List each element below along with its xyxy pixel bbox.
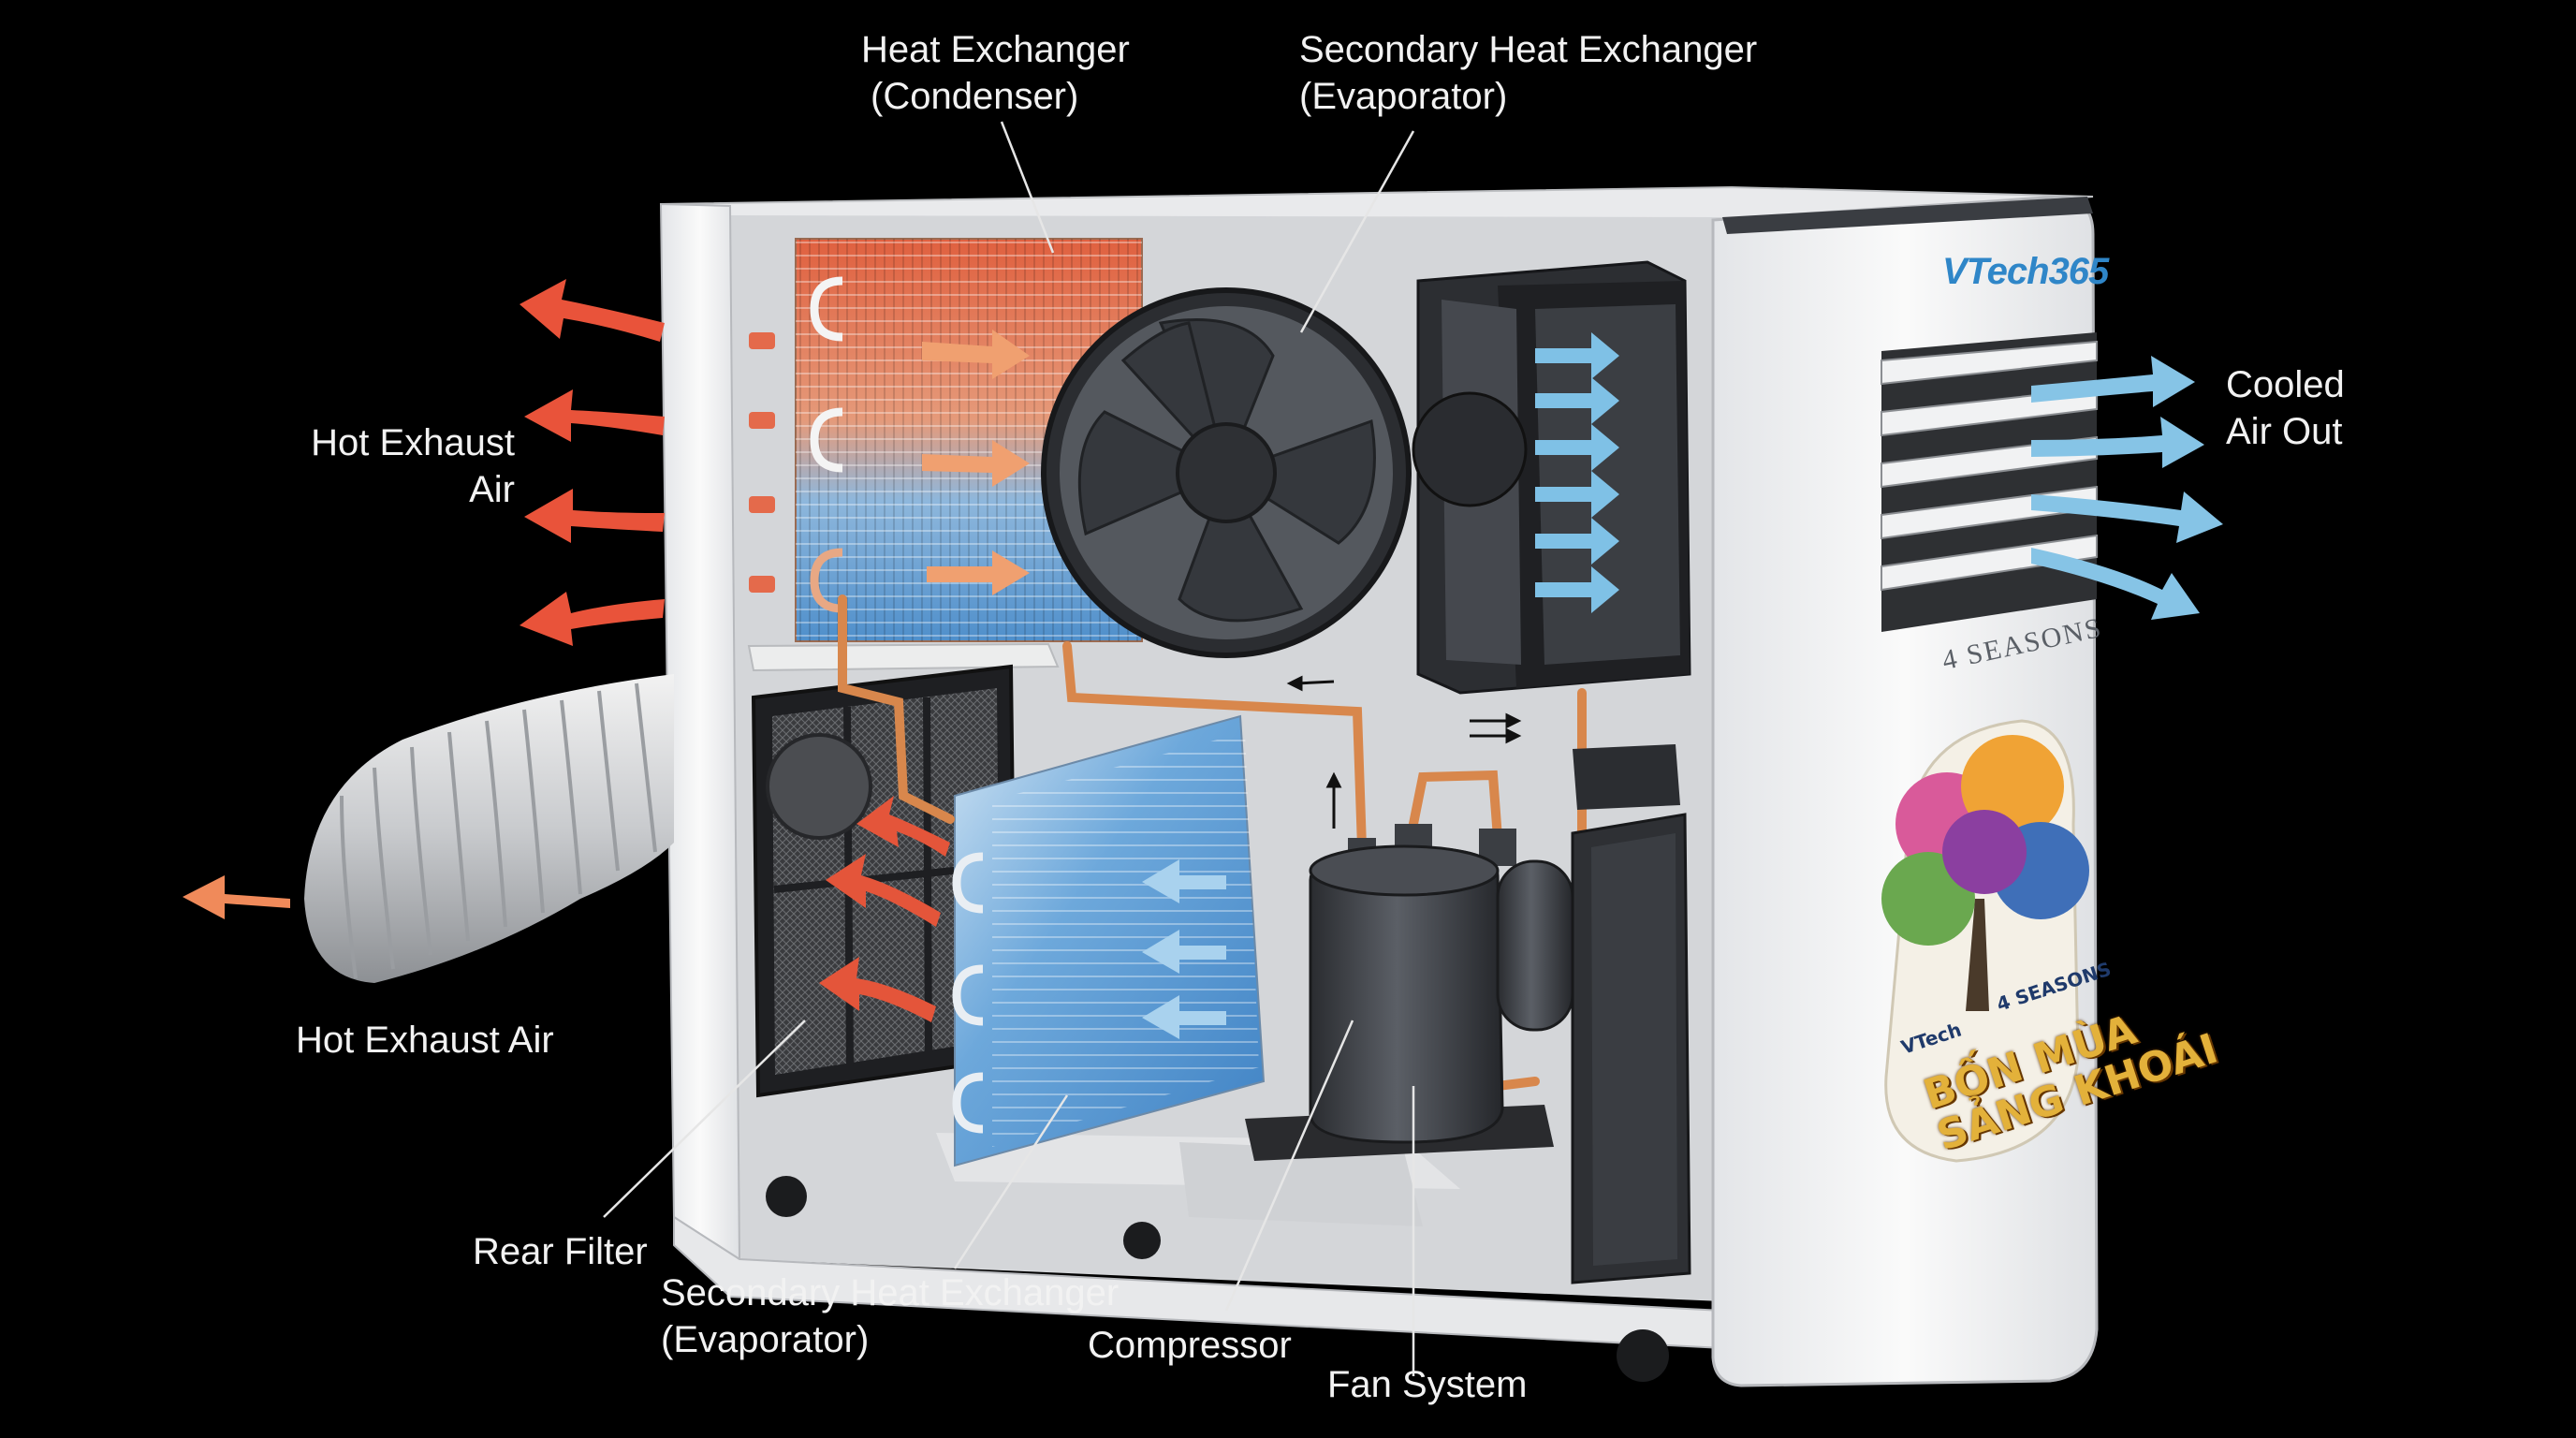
label-cooled-air-out: Cooled Air Out [2226,364,2345,452]
control-box [1571,744,1691,1284]
label-secondary-heat-exchanger-top: Secondary Heat Exchanger (Evaporator) [1299,29,1758,117]
caster-right [1617,1329,1669,1382]
leader-compressor [1224,1020,1354,1312]
leader-secondary-bottom [953,1094,1069,1269]
label-hot-exhaust-air-upper: Hot Exhaust Air [311,422,515,510]
label-secondary-heat-exchanger-bottom: Secondary Heat Exchanger (Evaporator) [661,1272,1120,1360]
rear-vent-slots [749,332,775,593]
seasons-sticker [1881,719,2089,1163]
evaporator-airflow-arrows [1142,859,1226,1039]
blower-airflow-arrows [1535,332,1619,613]
label-hot-exhaust-air-lower: Hot Exhaust Air [296,1020,554,1061]
hose-exhaust-arrow [183,875,290,919]
label-compressor: Compressor [1088,1325,1292,1366]
label-heat-exchanger: Heat Exchanger (Condenser) [861,29,1130,117]
hot-exhaust-arrows [520,279,665,646]
refrigerant-piping [838,594,1587,1091]
caster-left [766,1176,807,1217]
label-fan-system: Fan System [1327,1364,1528,1405]
compressor [1245,844,1574,1161]
leader-lines [603,121,1415,1376]
brand-logo: VTech365 [1942,251,2109,292]
leader-secondary-top [1299,130,1415,333]
cooled-air-arrows [2031,356,2223,620]
flow-direction-marks [1286,675,1522,829]
label-rear-filter: Rear Filter [473,1231,648,1272]
leader-heat-exchanger [1000,121,1055,254]
blower-housing [1412,260,1691,695]
filter-intake-arrows [819,796,950,1022]
evaporator-coil-lower [952,714,1266,1167]
caster-mid [1123,1222,1161,1259]
exhaust-hose [304,674,674,983]
condenser-airflow-arrows [922,330,1030,595]
leader-rear-filter [603,1020,806,1218]
axial-fan [1041,287,1412,658]
air-outlet-louvers [1881,332,2098,632]
